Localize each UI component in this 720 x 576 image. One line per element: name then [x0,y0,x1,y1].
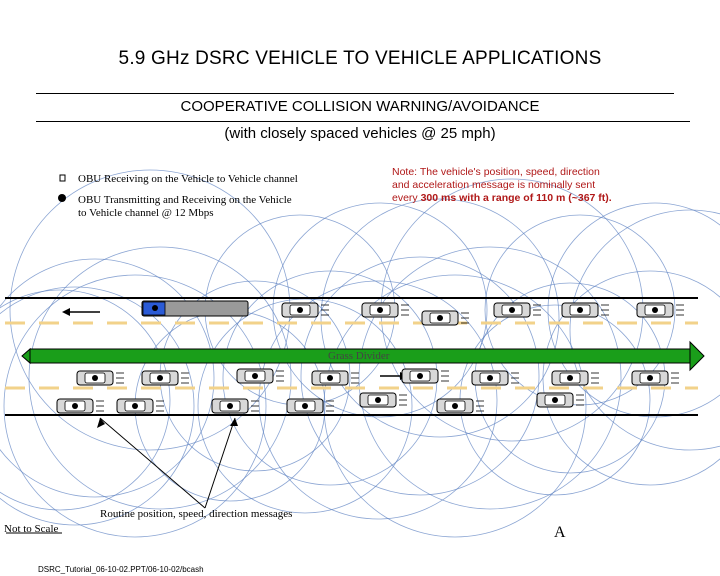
grass-divider-label: Grass Divider [328,350,390,362]
divider-arrow-tail [21,347,31,365]
obu-icon [252,373,258,379]
range-circle [323,274,587,538]
range-circle [547,202,720,418]
vehicle [551,370,599,386]
obu-icon [437,315,443,321]
vehicle [436,398,484,414]
obu-icon [297,307,303,313]
obu-icon [375,397,381,403]
obu-icon [552,397,558,403]
legend-transmitting-label: OBU Transmitting and Receiving on the Ve… [78,194,292,220]
vehicle [236,368,284,384]
transmitting-icon [58,194,66,202]
vehicles [56,300,684,414]
vehicle [493,302,541,318]
vehicle [281,302,329,318]
obu-icon [487,375,493,381]
vehicle [361,302,409,318]
obu-icon [652,307,658,313]
range-circle [28,246,292,510]
divider-arrow-head [689,340,705,372]
vehicle [536,392,584,408]
obu-icon [157,375,163,381]
title-rule [36,93,674,94]
obu-icon [132,403,138,409]
obu-icon [72,403,78,409]
range-circle [3,274,267,538]
slide-letter: A [554,524,566,541]
vehicle [471,370,519,386]
legend-receiving-label: OBU Receiving on the Vehicle to Vehicle … [78,173,298,185]
range-note: Note: The vehicle's position, speed, dir… [392,166,662,205]
direction-arrow-west-head [62,308,70,316]
note-line3: every 300 ms with a range of 110 m (~367… [392,192,662,205]
range-circles [0,169,720,538]
vehicle [286,398,334,414]
truck [141,300,249,317]
vehicle [421,310,469,326]
subtitle-detail: (with closely spaced vehicles @ 25 mph) [224,125,496,142]
range-circle [258,280,498,520]
note-line1: Note: The vehicle's position, speed, dir… [392,166,600,178]
vehicle [561,302,609,318]
routine-messages-label: Routine position, speed, direction messa… [100,508,293,520]
vehicle [401,368,449,384]
legend-transmitting-line1: OBU Transmitting and Receiving on the Ve… [78,194,292,206]
legend-transmitting-line2: to Vehicle channel @ 12 Mbps [78,207,214,219]
range-circle [569,209,720,451]
range-circle [0,289,171,511]
vehicle [116,398,164,414]
range-circle [0,258,215,498]
note-line2: and acceleration message is nominally se… [392,179,596,191]
obu-icon [327,375,333,381]
not-to-scale-label: Not to Scale [4,523,59,535]
obu-icon [302,403,308,409]
note-line3-bold: 300 ms with a range of 110 m (~367 ft). [420,192,612,204]
subtitle-rule [36,121,690,122]
vehicle [311,370,359,386]
obu-icon [227,403,233,409]
range-circle [272,202,488,418]
vehicle [636,302,684,318]
road [5,297,705,416]
receiving-icon [59,174,66,182]
legend-icons [58,174,66,202]
obu-icon [567,375,573,381]
obu-icon [509,307,515,313]
vehicle [631,370,679,386]
vehicle [56,398,104,414]
range-circle [542,270,720,486]
subtitle: COOPERATIVE COLLISION WARNING/AVOIDANCE [180,98,540,115]
vehicle [359,392,407,408]
page-title: 5.9 GHz DSRC VEHICLE TO VEHICLE APPLICAT… [118,48,602,69]
obu-icon [417,373,423,379]
footer-filename: DSRC_Tutorial_06-10-02.PPT/06-10-02/bcas… [38,565,204,574]
vehicle [141,370,189,386]
obu-icon [577,307,583,313]
range-circle [300,256,540,496]
vehicle [211,398,259,414]
vehicle [76,370,124,386]
range-circle [320,198,560,438]
range-circle [0,286,195,526]
obu-icon [377,307,383,313]
note-line3-prefix: every [392,192,421,204]
obu-icon [647,375,653,381]
obu-icon [92,375,98,381]
obu-icon [452,403,458,409]
routine-callout-lines [6,417,238,534]
